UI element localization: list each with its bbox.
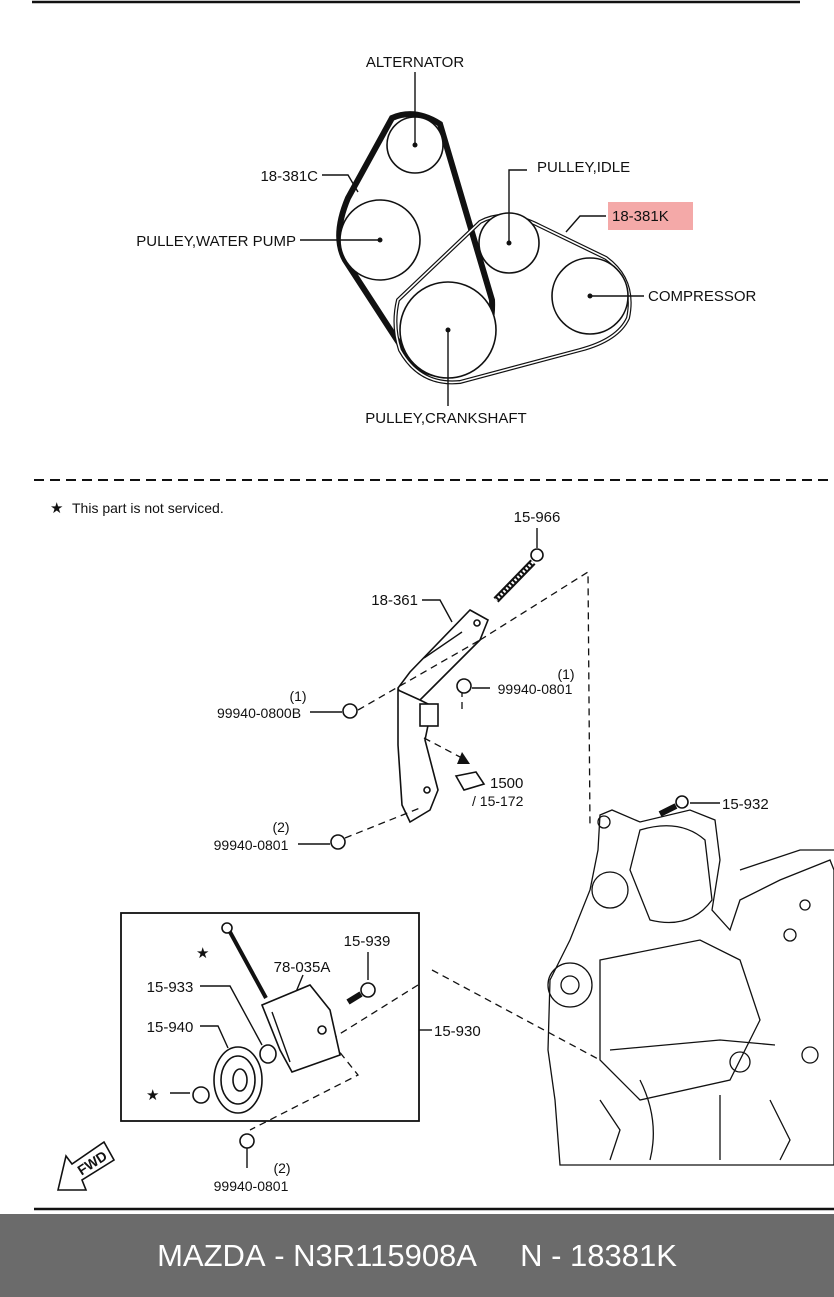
- nut-lower-label: 99940-0801: [214, 837, 289, 853]
- dash-assembly-engine: [431, 969, 601, 1061]
- bracket-78-035a-slot: [271, 1011, 291, 1063]
- bracket-18-361-slot: [423, 631, 463, 659]
- dash-nut-lower: [344, 807, 421, 839]
- exploded-parts-diagram: (1) 99940-0800B (1) 99940-0801 1500 / 15…: [214, 509, 769, 853]
- bracket-hole-bottom: [423, 786, 431, 794]
- leader-18-381c: [322, 174, 359, 193]
- idler-pulley-hub: [232, 1068, 248, 1092]
- label-water-pump: PULLEY,WATER PUMP: [136, 233, 296, 250]
- footer-brand: MAZDA: [157, 1237, 266, 1273]
- leader-18-361: [422, 599, 453, 623]
- bracket-78-035a-hole: [317, 1025, 327, 1035]
- label-crankshaft: PULLEY,CRANKSHAFT: [365, 410, 526, 427]
- label-compressor: COMPRESSOR: [648, 288, 757, 305]
- nut-lower: [330, 834, 346, 850]
- nut-right-label: 99940-0801: [498, 681, 573, 697]
- note-text: This part is not serviced.: [72, 500, 224, 516]
- label-15-940: 15-940: [147, 1019, 194, 1036]
- footer-sep2: -: [542, 1237, 571, 1273]
- belt-routing-diagram: ALTERNATOR 18-381C PULLEY,WATER PUMP PUL…: [136, 54, 756, 427]
- label-15-930: 15-930: [434, 1023, 481, 1040]
- leader-18-381k: [565, 215, 606, 233]
- leader-15-933: [200, 985, 263, 1046]
- idler-assembly-box: 15-930 ★ 78-035A 15-939 15-933 15-940 ★: [120, 912, 601, 1168]
- engine-top-edge: [739, 849, 834, 871]
- engine-pulley-large: [547, 962, 593, 1008]
- footer-gap: [477, 1238, 520, 1274]
- nut-bottom-qty: (2): [273, 1160, 290, 1176]
- ref-1500: 1500: [490, 775, 523, 792]
- bolt-15-966-head: [530, 548, 544, 562]
- fwd-arrow-icon: FWD: [56, 1140, 116, 1191]
- engine-line-3: [599, 1099, 621, 1161]
- arrow-ref-1500: [457, 752, 470, 764]
- dash-assembly-inner: [249, 984, 419, 1131]
- bracket-18-361-tab: [419, 703, 439, 727]
- engine-plug-3: [801, 1046, 819, 1064]
- label-alternator: ALTERNATOR: [366, 54, 465, 71]
- engine-bolt-hole: [597, 815, 611, 829]
- nut-left-label: 99940-0800B: [217, 705, 301, 721]
- idler-bolt-head: [192, 1086, 210, 1104]
- engine-line-1: [639, 1079, 654, 1161]
- label-15-966: 15-966: [514, 509, 561, 526]
- parts-diagram: ALTERNATOR 18-381C PULLEY,WATER PUMP PUL…: [32, 0, 834, 1211]
- long-bolt-shaft: [228, 931, 268, 999]
- star-icon-idler-bolt: ★: [146, 1087, 159, 1104]
- footer-code: 18381K: [570, 1237, 677, 1273]
- engine-line-4: [769, 1099, 791, 1161]
- dash-15-966: [479, 570, 591, 829]
- footer-sep1: -: [265, 1237, 294, 1273]
- label-78-035a: 78-035A: [274, 959, 331, 976]
- leader-15-940: [200, 1025, 229, 1049]
- label-15-939: 15-939: [344, 933, 391, 950]
- engine-pulley-upper: [591, 871, 629, 909]
- ref-hand-icon: [454, 771, 486, 791]
- nut-right-qty: (1): [557, 666, 574, 682]
- engine-plug-1: [783, 928, 797, 942]
- nut-right: [456, 678, 472, 694]
- long-bolt-head: [221, 922, 233, 934]
- footer-part-number: N3R115908A: [293, 1237, 477, 1273]
- engine-plug-2: [799, 899, 811, 911]
- label-18-381k: 18-381K: [612, 208, 669, 225]
- spacer-15-933: [259, 1044, 277, 1064]
- bolt-15-939-shaft: [346, 991, 363, 1005]
- nut-bottom: [239, 1133, 255, 1149]
- leader-78-035a: [295, 974, 304, 993]
- engine-pulley-large-hub: [560, 975, 580, 995]
- ref-15-172: / 15-172: [472, 793, 524, 809]
- nut-lower-qty: (2): [272, 819, 289, 835]
- nut-bottom-label: 99940-0801: [214, 1178, 289, 1194]
- nut-left: [342, 703, 358, 719]
- engine-rod: [609, 1039, 776, 1051]
- label-15-933: 15-933: [147, 979, 194, 996]
- bracket-78-035a: [260, 984, 341, 1073]
- engine-front-cover: [599, 939, 761, 1101]
- engine-outline: [547, 809, 834, 1166]
- engine-block-drawing: [547, 809, 834, 1166]
- highlight-18-381k: [608, 202, 693, 230]
- star-icon-bolt: ★: [196, 945, 209, 962]
- label-18-381c: 18-381C: [260, 168, 318, 185]
- nut-left-qty: (1): [289, 688, 306, 704]
- engine-mount: [729, 1051, 751, 1073]
- alternator-housing: [629, 825, 713, 924]
- footer-bar: MAZDA - N3R115908A N - 18381K: [0, 1214, 834, 1297]
- bracket-hole-top: [473, 619, 481, 627]
- leader-idle: [508, 169, 527, 243]
- bolt-15-932-shaft: [658, 803, 678, 817]
- bolt-15-939-head: [360, 982, 376, 998]
- label-15-932: 15-932: [722, 796, 769, 813]
- bolt-15-932-head: [675, 795, 689, 809]
- star-icon: ★: [50, 500, 63, 517]
- label-18-361: 18-361: [371, 592, 418, 609]
- footer-code-prefix: N: [520, 1237, 543, 1273]
- label-pulley-idle: PULLEY,IDLE: [537, 159, 630, 176]
- bolt-15-966-thread: [494, 560, 535, 602]
